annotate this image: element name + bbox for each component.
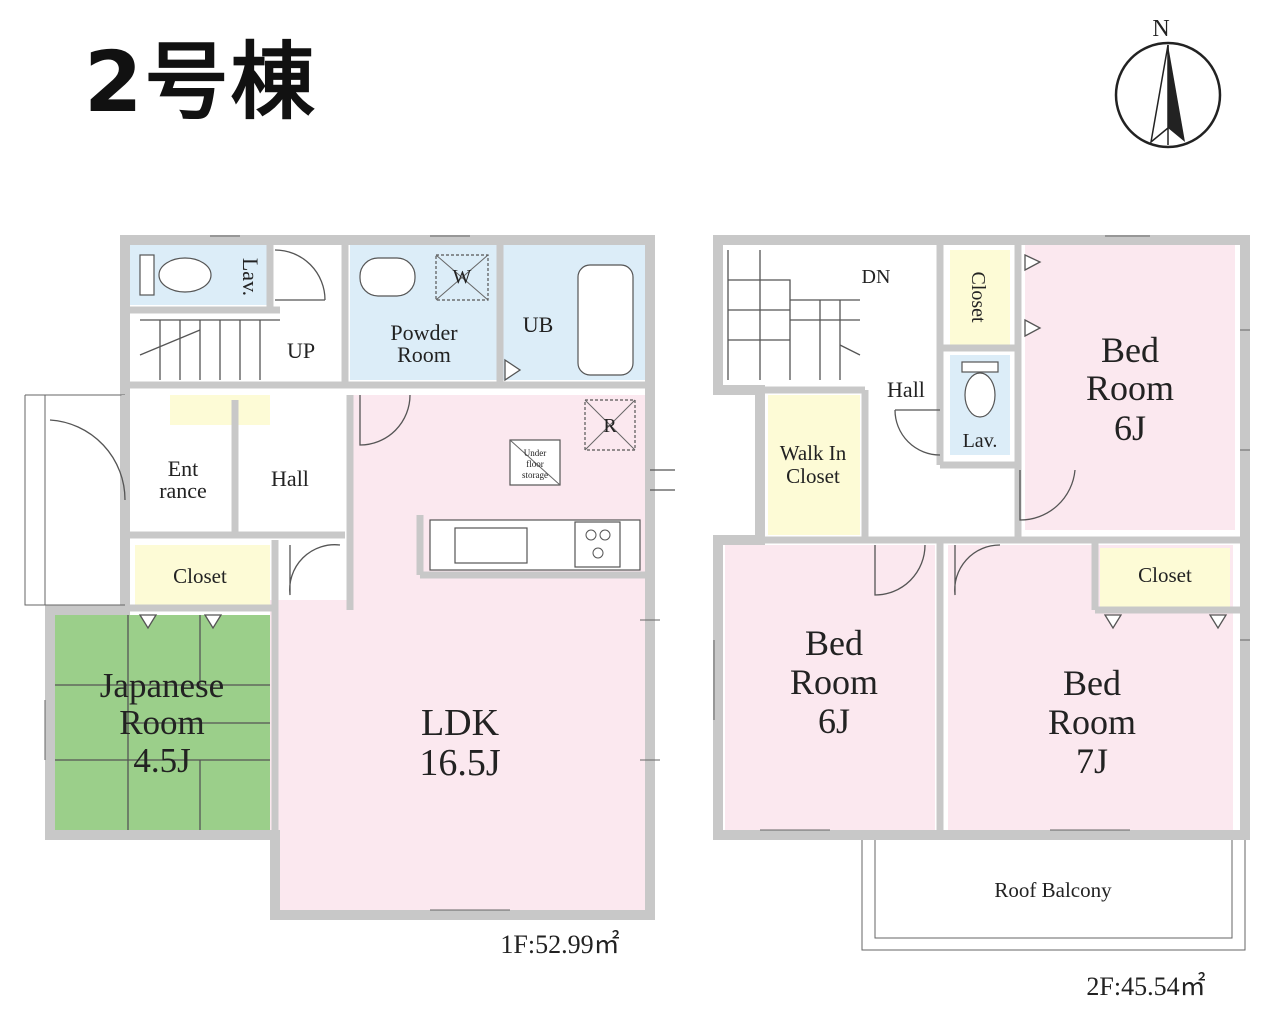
f2-closet-se-label: Closet [1138,563,1192,587]
f2-closet-se-fill [1100,548,1230,608]
japanese-room-label-3: 4.5J [133,741,190,780]
f1-closet-fill [135,545,270,605]
f2-dn-label: DN [862,266,891,288]
walk-in-closet-label-2: Closet [786,464,840,488]
compass-n-label: N [1152,16,1169,42]
floor-2: DN Hall Closet Lav. Bed Room 6J Walk In … [713,235,1250,1001]
underfloor-label-2: floor [526,459,544,469]
powder-room-label-2: Room [397,342,451,367]
f1-closet-label: Closet [173,564,227,588]
bedroom-sw-label-1: Bed [805,623,863,663]
floor1-area-label: 1F:52.99㎡ [500,930,619,959]
north-compass: N [1114,16,1222,149]
f2-interior-walls [725,240,1245,835]
underfloor-label-1: Under [524,448,547,458]
washer-label: W [453,266,472,288]
fridge-label: R [603,415,617,437]
compass-needle-icon [1168,45,1185,142]
f2-bedroom-sw-fill [725,545,935,830]
bathtub-icon [577,264,634,376]
entrance-label-2: rance [159,478,207,503]
ldk-label-1: LDK [421,702,500,744]
roof-balcony-label: Roof Balcony [994,878,1112,902]
walk-in-closet-label-1: Walk In [780,441,847,465]
ub-label: UB [523,312,554,337]
bedroom-se-label-2: Room [1048,702,1136,742]
floor-1: Lav. UP Powder Room W UB Ent rance Hall … [24,235,675,959]
bedroom-ne-label-1: Bed [1101,330,1159,370]
bedroom-sw-label-3: 6J [818,701,850,741]
washer-icon [435,254,489,301]
f2-closet-small-fill [950,250,1010,345]
f2-bedroom-ne-fill [1025,245,1235,530]
f2-closet-small-label: Closet [967,271,989,323]
f1-interior-walls [125,240,645,915]
bedroom-se-label-1: Bed [1063,663,1121,703]
f1-stairs [139,319,280,380]
japanese-room-label-1: Japanese [100,666,224,705]
floor2-area-label: 2F:45.54㎡ [1086,972,1205,1001]
f2-windows [713,235,1250,831]
entrance-label-1: Ent [168,456,199,481]
f1-doors [49,249,675,630]
stove-icon [574,521,621,568]
f1-up-label: UP [287,338,315,363]
f1-windows [44,235,660,911]
f2-lav-label: Lav. [963,430,998,452]
f1-sink-icon [359,257,416,297]
building-title: 2号棟 [84,33,317,131]
walk-in-closet-fill [768,395,860,535]
fridge-icon [584,399,636,451]
f2-outer-wall [713,235,1250,840]
compass-circle [1114,41,1222,149]
bedroom-sw-label-2: Room [790,662,878,702]
kitchen-counter [429,519,641,571]
f2-doors [874,253,1228,630]
underfloor-label-3: storage [522,470,548,480]
f2-hall-label: Hall [887,377,925,402]
f1-lav-label: Lav. [238,258,263,296]
bedroom-ne-label-2: Room [1086,368,1174,408]
roof-balcony-outline [861,840,1246,951]
f1-hall-label: Hall [271,466,309,491]
japanese-room-label-2: Room [119,703,205,742]
f1-toilet-icon [139,254,212,296]
kitchen-sink-icon [454,527,528,564]
f2-toilet-icon [961,361,999,418]
bedroom-ne-label-3: 6J [1114,408,1146,448]
f2-stairs [727,250,861,380]
tatami-lines [55,615,270,830]
bedroom-se-label-3: 7J [1076,741,1108,781]
ldk-label-2: 16.5J [419,742,500,784]
underfloor-storage-icon [509,439,561,486]
powder-room-label-1: Powder [390,320,458,345]
f1-ldk-fill [350,395,645,910]
